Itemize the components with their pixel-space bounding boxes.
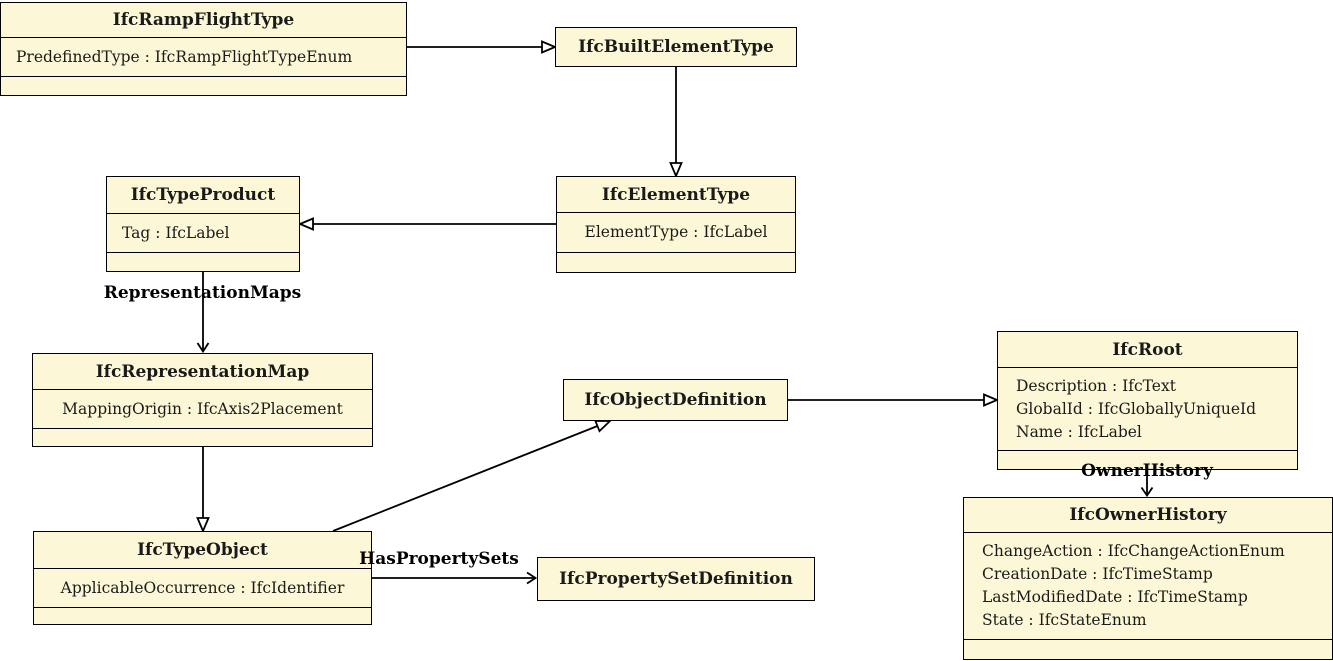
edge-haspropertysets-association bbox=[372, 571, 538, 585]
class-title: IfcObjectDefinition bbox=[584, 390, 767, 410]
edge-typeproduct-to-typeobject bbox=[196, 447, 210, 534]
class-attribute: Name : IfcLabel bbox=[1016, 422, 1142, 441]
class-empty-compartment bbox=[557, 253, 795, 272]
edge-label-representation-maps: RepresentationMaps bbox=[103, 283, 302, 303]
class-title: IfcRepresentationMap bbox=[33, 354, 372, 390]
edge-builtelementtype-to-elementtype bbox=[669, 67, 683, 179]
class-title: IfcElementType bbox=[557, 177, 795, 213]
edge-typeobject-to-objectdefinition bbox=[332, 419, 613, 532]
edge-representationmaps-association bbox=[196, 272, 210, 354]
class-ifc-property-set-definition: IfcPropertySetDefinition bbox=[537, 557, 815, 601]
class-ifc-type-product: IfcTypeProduct Tag : IfcLabel bbox=[106, 176, 300, 272]
class-attribute: State : IfcStateEnum bbox=[982, 611, 1147, 629]
class-ifc-ramp-flight-type: IfcRampFlightType PredefinedType : IfcRa… bbox=[0, 2, 407, 96]
edge-label-owner-history: OwnerHistory bbox=[1081, 461, 1213, 481]
class-title: IfcRampFlightType bbox=[1, 3, 406, 38]
class-title: IfcTypeObject bbox=[34, 532, 371, 569]
class-attribute: ElementType : IfcLabel bbox=[584, 223, 768, 241]
class-title: IfcTypeProduct bbox=[107, 177, 299, 214]
class-ifc-type-object: IfcTypeObject ApplicableOccurrence : Ifc… bbox=[33, 531, 372, 625]
edge-objectdefinition-to-root bbox=[788, 393, 1000, 407]
class-attribute: GlobalId : IfcGloballyUniqueId bbox=[1016, 399, 1257, 418]
class-attribute: MappingOrigin : IfcAxis2Placement bbox=[62, 399, 343, 418]
class-attribute: PredefinedType : IfcRampFlightTypeEnum bbox=[16, 47, 353, 66]
class-ifc-owner-history: IfcOwnerHistory ChangeAction : IfcChange… bbox=[963, 497, 1333, 660]
edge-label-has-property-sets: HasPropertySets bbox=[359, 549, 519, 569]
class-ifc-object-definition: IfcObjectDefinition bbox=[563, 379, 788, 421]
class-attribute: LastModifiedDate : IfcTimeStamp bbox=[982, 588, 1248, 606]
class-title: IfcBuiltElementType bbox=[578, 37, 774, 57]
class-empty-compartment bbox=[964, 640, 1332, 659]
edge-elementtype-to-typeproduct bbox=[297, 217, 556, 231]
class-title: IfcPropertySetDefinition bbox=[559, 569, 793, 589]
class-attribute: CreationDate : IfcTimeStamp bbox=[982, 565, 1213, 583]
class-ifc-representation-map: IfcRepresentationMap MappingOrigin : Ifc… bbox=[32, 353, 373, 447]
class-empty-compartment bbox=[107, 253, 299, 271]
class-ifc-root: IfcRoot Description : IfcText GlobalId :… bbox=[997, 331, 1298, 470]
class-attribute: ApplicableOccurrence : IfcIdentifier bbox=[60, 578, 345, 597]
edge-ownerhistory-association bbox=[1140, 470, 1154, 498]
class-ifc-built-element-type: IfcBuiltElementType bbox=[555, 27, 797, 67]
class-title: IfcOwnerHistory bbox=[964, 498, 1332, 533]
class-empty-compartment bbox=[33, 429, 372, 446]
class-empty-compartment bbox=[1, 77, 406, 95]
class-attribute: ChangeAction : IfcChangeActionEnum bbox=[982, 542, 1285, 560]
class-ifc-element-type: IfcElementType ElementType : IfcLabel bbox=[556, 176, 796, 273]
class-attribute: Tag : IfcLabel bbox=[122, 223, 230, 242]
class-empty-compartment bbox=[34, 608, 371, 624]
edge-ramp-to-builtelementtype bbox=[407, 40, 558, 54]
class-attribute: Description : IfcText bbox=[1016, 376, 1176, 395]
class-title: IfcRoot bbox=[998, 332, 1297, 368]
